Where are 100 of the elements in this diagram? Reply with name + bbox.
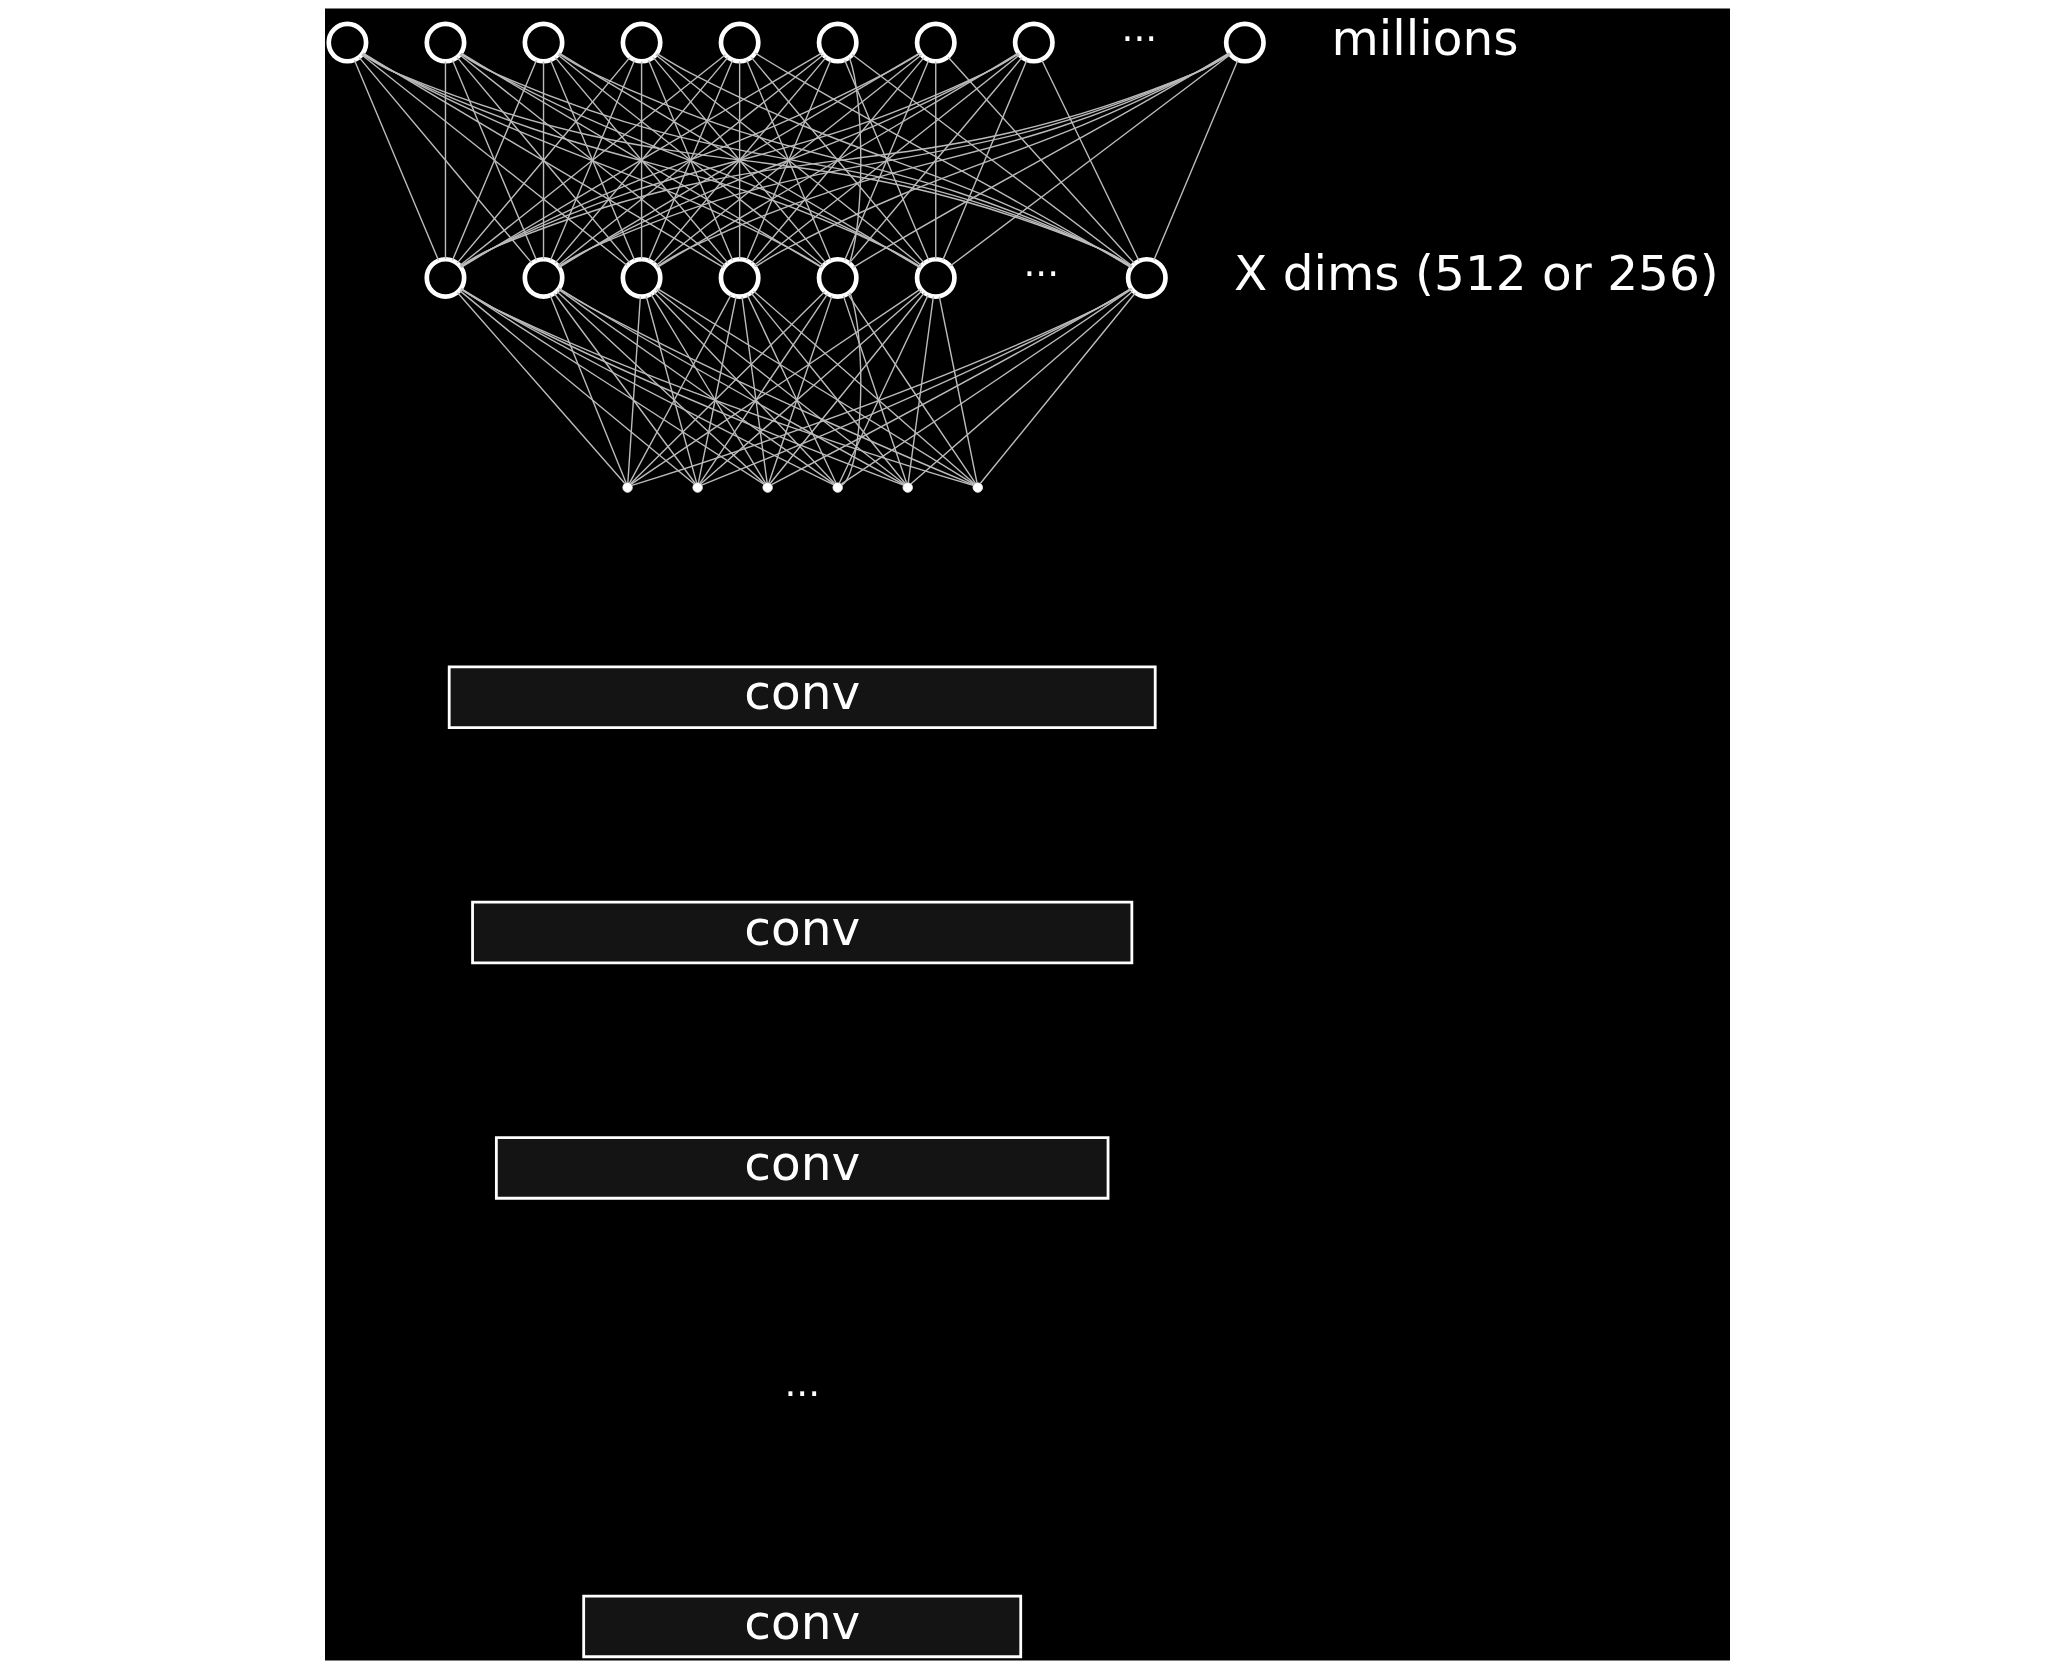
connector bbox=[652, 291, 835, 485]
connector bbox=[767, 295, 833, 484]
connector bbox=[656, 287, 975, 486]
connector bbox=[768, 292, 925, 485]
connector bbox=[656, 52, 1019, 269]
node-circle bbox=[718, 256, 761, 299]
node-circle bbox=[522, 21, 565, 64]
connector bbox=[946, 56, 1135, 265]
node-circle bbox=[1125, 256, 1168, 299]
connector bbox=[553, 292, 696, 484]
label: X dims (512 or 256) bbox=[1233, 245, 1719, 302]
connector bbox=[1040, 59, 1140, 262]
connector bbox=[549, 294, 627, 484]
connector bbox=[459, 287, 835, 486]
connector bbox=[840, 291, 861, 486]
connector bbox=[649, 293, 766, 485]
connector bbox=[555, 290, 765, 485]
connector bbox=[558, 52, 920, 269]
connector bbox=[738, 60, 740, 260]
connector bbox=[459, 52, 921, 268]
connector bbox=[542, 60, 544, 260]
connector bbox=[647, 59, 733, 262]
node-box: conv bbox=[581, 1594, 1022, 1659]
node-circle bbox=[816, 21, 859, 64]
connector bbox=[361, 53, 921, 268]
connector bbox=[697, 295, 737, 484]
connector bbox=[752, 54, 1020, 267]
connector bbox=[754, 52, 1131, 269]
connector bbox=[357, 56, 533, 264]
connector bbox=[640, 60, 642, 260]
node-circle bbox=[620, 21, 663, 64]
connector bbox=[652, 56, 827, 264]
node-circle bbox=[718, 21, 761, 64]
connector bbox=[698, 293, 828, 484]
connector bbox=[838, 294, 929, 484]
connector bbox=[455, 56, 631, 264]
connector bbox=[456, 291, 626, 485]
node-dot bbox=[902, 482, 913, 493]
label: ··· bbox=[783, 1371, 820, 1416]
connector bbox=[843, 59, 929, 262]
connector bbox=[852, 52, 1230, 269]
node-circle bbox=[522, 256, 565, 299]
connector bbox=[360, 54, 628, 267]
connector bbox=[848, 56, 1023, 264]
connector bbox=[752, 290, 975, 485]
connector bbox=[938, 295, 978, 484]
node-dot bbox=[972, 482, 983, 493]
node-circle bbox=[620, 256, 663, 299]
node-dot bbox=[691, 482, 703, 493]
connector bbox=[444, 60, 446, 260]
connector bbox=[458, 54, 726, 267]
node-box: conv bbox=[470, 900, 1133, 965]
label: ··· bbox=[1121, 16, 1157, 61]
node-circle bbox=[914, 256, 957, 299]
connector bbox=[654, 54, 922, 267]
node-box: conv bbox=[494, 1136, 1109, 1200]
connector bbox=[941, 59, 1027, 262]
connector bbox=[558, 287, 905, 486]
node-circle bbox=[1012, 21, 1055, 64]
connector bbox=[840, 288, 1132, 485]
connector bbox=[353, 59, 439, 262]
node-circle bbox=[1223, 21, 1266, 64]
node-dot bbox=[621, 482, 633, 493]
connector bbox=[628, 294, 732, 484]
connector bbox=[949, 53, 1231, 267]
connector bbox=[749, 292, 906, 485]
node-circle bbox=[325, 21, 368, 64]
connector bbox=[361, 52, 823, 268]
connector bbox=[979, 292, 1136, 485]
connector bbox=[626, 295, 641, 484]
connector bbox=[645, 295, 697, 484]
connector bbox=[557, 288, 835, 485]
connector bbox=[848, 56, 861, 264]
connector bbox=[451, 59, 537, 262]
connector bbox=[846, 293, 976, 484]
connector bbox=[361, 52, 724, 269]
connector bbox=[909, 290, 1134, 485]
node-circle bbox=[816, 256, 859, 299]
connector bbox=[556, 54, 824, 267]
connector bbox=[699, 290, 923, 485]
connector bbox=[745, 59, 831, 262]
connector bbox=[460, 52, 822, 269]
node-dot bbox=[832, 482, 843, 493]
connector bbox=[557, 288, 974, 486]
connector bbox=[549, 59, 635, 262]
node-circle bbox=[423, 256, 466, 299]
connector bbox=[746, 294, 837, 484]
connector bbox=[557, 52, 1019, 268]
connector bbox=[851, 53, 1133, 267]
connector bbox=[842, 295, 907, 484]
node-box: conv bbox=[447, 665, 1157, 729]
node-dot bbox=[762, 482, 773, 493]
connector bbox=[907, 295, 934, 484]
connector bbox=[459, 53, 1019, 268]
connector bbox=[750, 56, 925, 264]
connector bbox=[459, 288, 765, 486]
connector bbox=[1152, 59, 1238, 262]
connector bbox=[458, 289, 695, 485]
connector bbox=[655, 52, 1132, 268]
label: ··· bbox=[1022, 252, 1059, 297]
